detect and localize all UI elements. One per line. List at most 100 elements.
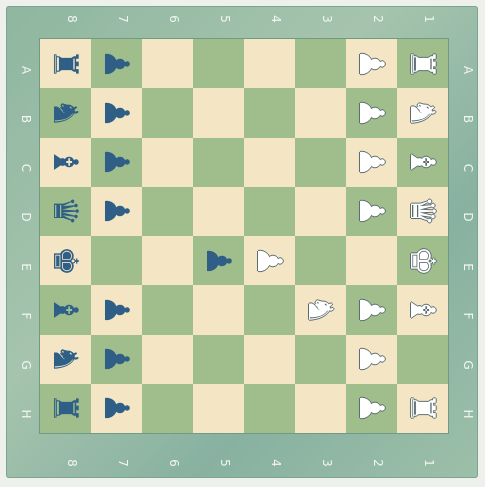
square-f1[interactable]: ♝ — [397, 285, 448, 334]
square-e3[interactable] — [295, 236, 346, 285]
black-pawn-icon[interactable]: ♟ — [99, 98, 133, 128]
square-h8[interactable]: ♜ — [40, 384, 91, 433]
square-h1[interactable]: ♜ — [397, 384, 448, 433]
square-b4[interactable] — [244, 88, 295, 137]
square-d8[interactable]: ♛ — [40, 187, 91, 236]
square-a2[interactable]: ♟ — [346, 39, 397, 88]
square-g8[interactable]: ♞ — [40, 335, 91, 384]
white-queen-icon[interactable]: ♛ — [405, 196, 439, 226]
black-bishop-icon[interactable]: ♝ — [48, 295, 82, 325]
square-d4[interactable] — [244, 187, 295, 236]
square-g3[interactable] — [295, 335, 346, 384]
black-pawn-icon[interactable]: ♟ — [99, 147, 133, 177]
square-f7[interactable]: ♟ — [91, 285, 142, 334]
rank-label-bottom-5: 5 — [218, 456, 232, 470]
square-b3[interactable] — [295, 88, 346, 137]
black-rook-icon[interactable]: ♜ — [48, 48, 82, 78]
square-d2[interactable]: ♟ — [346, 187, 397, 236]
black-knight-icon[interactable]: ♞ — [48, 98, 82, 128]
file-label-left-a: A — [19, 63, 33, 77]
square-g2[interactable]: ♟ — [346, 335, 397, 384]
white-pawn-icon[interactable]: ♟ — [354, 147, 388, 177]
white-knight-icon[interactable]: ♞ — [303, 295, 337, 325]
black-bishop-icon[interactable]: ♝ — [48, 147, 82, 177]
square-a6[interactable] — [142, 39, 193, 88]
square-d3[interactable] — [295, 187, 346, 236]
white-pawn-icon[interactable]: ♟ — [354, 393, 388, 423]
square-d7[interactable]: ♟ — [91, 187, 142, 236]
square-g1[interactable] — [397, 335, 448, 384]
white-knight-icon[interactable]: ♞ — [405, 98, 439, 128]
square-b7[interactable]: ♟ — [91, 88, 142, 137]
black-rook-icon[interactable]: ♜ — [48, 393, 82, 423]
square-d6[interactable] — [142, 187, 193, 236]
square-g7[interactable]: ♟ — [91, 335, 142, 384]
square-f6[interactable] — [142, 285, 193, 334]
black-knight-icon[interactable]: ♞ — [48, 344, 82, 374]
white-pawn-icon[interactable]: ♟ — [354, 48, 388, 78]
square-a1[interactable]: ♜ — [397, 39, 448, 88]
square-a5[interactable] — [193, 39, 244, 88]
square-h6[interactable] — [142, 384, 193, 433]
white-pawn-icon[interactable]: ♟ — [354, 295, 388, 325]
square-b8[interactable]: ♞ — [40, 88, 91, 137]
white-bishop-icon[interactable]: ♝ — [405, 295, 439, 325]
square-c6[interactable] — [142, 138, 193, 187]
square-e2[interactable] — [346, 236, 397, 285]
square-f8[interactable]: ♝ — [40, 285, 91, 334]
square-c2[interactable]: ♟ — [346, 138, 397, 187]
square-c5[interactable] — [193, 138, 244, 187]
square-f3[interactable]: ♞ — [295, 285, 346, 334]
square-b2[interactable]: ♟ — [346, 88, 397, 137]
square-a7[interactable]: ♟ — [91, 39, 142, 88]
square-e4[interactable]: ♟ — [244, 236, 295, 285]
white-pawn-icon[interactable]: ♟ — [354, 196, 388, 226]
black-pawn-icon[interactable]: ♟ — [99, 344, 133, 374]
square-a4[interactable] — [244, 39, 295, 88]
white-king-icon[interactable]: ♚ — [405, 245, 439, 275]
square-h2[interactable]: ♟ — [346, 384, 397, 433]
white-bishop-icon[interactable]: ♝ — [405, 147, 439, 177]
black-king-icon[interactable]: ♚ — [48, 245, 82, 275]
square-e5[interactable]: ♟ — [193, 236, 244, 285]
black-pawn-icon[interactable]: ♟ — [99, 48, 133, 78]
white-pawn-icon[interactable]: ♟ — [354, 98, 388, 128]
square-c7[interactable]: ♟ — [91, 138, 142, 187]
square-h5[interactable] — [193, 384, 244, 433]
square-f4[interactable] — [244, 285, 295, 334]
square-b1[interactable]: ♞ — [397, 88, 448, 137]
black-queen-icon[interactable]: ♛ — [48, 196, 82, 226]
square-a8[interactable]: ♜ — [40, 39, 91, 88]
white-pawn-icon[interactable]: ♟ — [354, 344, 388, 374]
square-d5[interactable] — [193, 187, 244, 236]
black-pawn-icon[interactable]: ♟ — [99, 295, 133, 325]
black-pawn-icon[interactable]: ♟ — [201, 245, 235, 275]
square-e8[interactable]: ♚ — [40, 236, 91, 285]
square-h3[interactable] — [295, 384, 346, 433]
square-c8[interactable]: ♝ — [40, 138, 91, 187]
file-label-right-g: G — [461, 358, 475, 372]
white-rook-icon[interactable]: ♜ — [405, 48, 439, 78]
square-d1[interactable]: ♛ — [397, 187, 448, 236]
square-c1[interactable]: ♝ — [397, 138, 448, 187]
rank-label-bottom-4: 4 — [269, 456, 283, 470]
square-h4[interactable] — [244, 384, 295, 433]
square-e7[interactable] — [91, 236, 142, 285]
square-b5[interactable] — [193, 88, 244, 137]
white-pawn-icon[interactable]: ♟ — [252, 245, 286, 275]
square-g4[interactable] — [244, 335, 295, 384]
square-e6[interactable] — [142, 236, 193, 285]
square-c4[interactable] — [244, 138, 295, 187]
square-f5[interactable] — [193, 285, 244, 334]
square-g6[interactable] — [142, 335, 193, 384]
square-a3[interactable] — [295, 39, 346, 88]
square-c3[interactable] — [295, 138, 346, 187]
square-h7[interactable]: ♟ — [91, 384, 142, 433]
white-rook-icon[interactable]: ♜ — [405, 393, 439, 423]
square-g5[interactable] — [193, 335, 244, 384]
black-pawn-icon[interactable]: ♟ — [99, 196, 133, 226]
square-b6[interactable] — [142, 88, 193, 137]
square-f2[interactable]: ♟ — [346, 285, 397, 334]
black-pawn-icon[interactable]: ♟ — [99, 393, 133, 423]
square-e1[interactable]: ♚ — [397, 236, 448, 285]
